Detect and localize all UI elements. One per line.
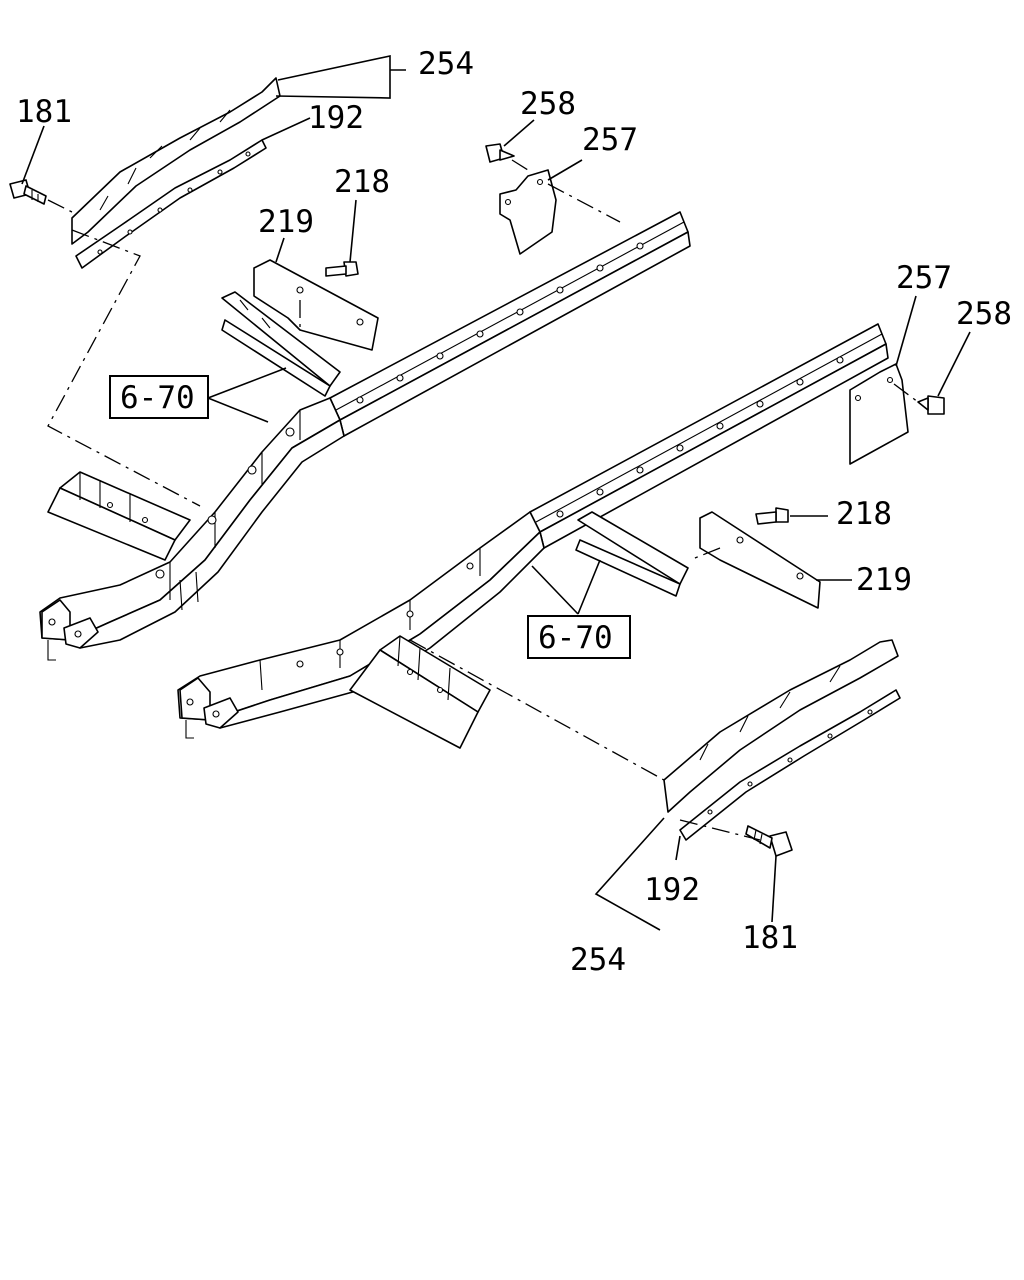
plate-219-right	[699, 511, 821, 609]
bracket-6-70-lower	[575, 511, 689, 597]
ref-box-6-70-top	[109, 375, 209, 419]
shield-257-right	[849, 363, 909, 465]
left-rail-holes	[48, 242, 644, 638]
label-257-top: 257	[582, 122, 638, 158]
label-181-bottom: 181	[742, 920, 798, 956]
bolt-218-top	[325, 261, 359, 277]
label-219-top: 219	[258, 204, 314, 240]
reinforcement-254-top	[71, 77, 281, 269]
right-rail-holes	[186, 356, 844, 718]
assembly-lines	[47, 159, 919, 841]
right-frame-rail	[177, 323, 889, 739]
screw-258-right	[917, 395, 945, 415]
label-257-right: 257	[896, 260, 952, 296]
label-219-right: 219	[856, 562, 912, 598]
ref-box-6-70-bottom	[527, 615, 631, 659]
crossmember-right	[349, 635, 491, 749]
bracket-6-70-upper	[221, 291, 341, 397]
label-181-top: 181	[16, 94, 72, 130]
reinforcement-192-top-holes	[97, 151, 251, 255]
label-254-bottom: 254	[570, 942, 626, 978]
leader-lines	[21, 55, 971, 931]
label-258-top: 258	[520, 86, 576, 122]
reinforcement-254-bottom	[663, 639, 901, 841]
plate-219-top	[253, 259, 379, 351]
label-6-70-top: 6-70	[120, 380, 195, 416]
label-218-right: 218	[836, 496, 892, 532]
label-192-top: 192	[308, 100, 364, 136]
label-192-bottom: 192	[644, 872, 700, 908]
label-6-70-bottom: 6-70	[538, 620, 613, 656]
label-254-top: 254	[418, 46, 474, 82]
reinforcement-192-bottom-holes	[707, 709, 873, 815]
bolt-181-top	[9, 179, 47, 205]
screw-258-top	[485, 143, 515, 163]
crossmember-left	[47, 471, 191, 561]
bolt-218-right	[755, 507, 789, 525]
left-frame-rail	[39, 211, 691, 661]
shield-257-top	[499, 169, 557, 255]
label-218-top: 218	[334, 164, 390, 200]
bolt-181-bottom	[745, 825, 793, 857]
label-258-right: 258	[956, 296, 1012, 332]
